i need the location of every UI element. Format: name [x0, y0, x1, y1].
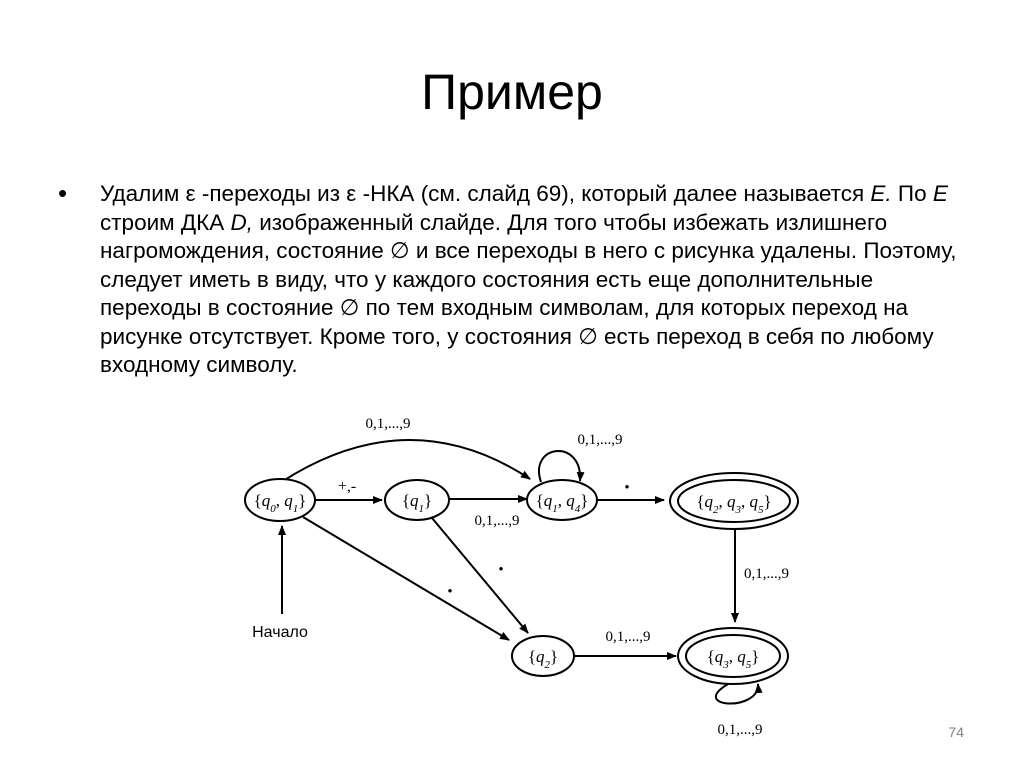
- label-dot-q1-to-q2: •: [498, 562, 503, 578]
- bullet-marker: •: [58, 178, 68, 208]
- edge-q0q1-to-q2: [302, 516, 510, 641]
- label-self-loop-q3q5: 0,1,...,9: [718, 722, 763, 738]
- edge-q1-to-q2: [431, 517, 529, 634]
- bullet-paragraph: Удалим ε -переходы из ε -НКА (см. слайд …: [100, 180, 970, 380]
- sub-label: 1: [293, 503, 299, 515]
- para-emphasis: E: [932, 181, 948, 206]
- page-number: 74: [948, 724, 964, 740]
- state-q2q3q5: {q2, q3, q5}: [669, 472, 799, 530]
- sub-label: 4: [575, 503, 581, 515]
- sub-label: 5: [758, 504, 764, 516]
- label-top-arc: 0,1,...,9: [366, 416, 411, 432]
- state-q3q5: {q3, q5}: [677, 627, 789, 685]
- para-part: По: [891, 181, 933, 206]
- edge-top-arc: [282, 439, 531, 482]
- para-emphasis: E.: [870, 181, 892, 206]
- label-q2q3q5-to-q3q5: 0,1,...,9: [744, 566, 789, 582]
- edge-loop-q1q4: [538, 450, 585, 483]
- start-label: Начало: [252, 624, 308, 641]
- para-part: Удалим ε -переходы из ε -НКА (см. слайд …: [100, 181, 871, 206]
- para-part: изображенный слайде. Для того чтобы избе…: [100, 209, 957, 378]
- label-q1-to-q1q4: 0,1,...,9: [475, 513, 520, 529]
- state-q1: {q1}: [384, 479, 450, 521]
- para-part: строим ДКА: [100, 209, 231, 235]
- label-self-loop-q1q4: 0,1,...,9: [578, 432, 623, 448]
- state-q2: {q2}: [511, 635, 575, 677]
- state-q1q4: {q1, q4}: [526, 479, 598, 521]
- sub-label: 1: [419, 503, 425, 515]
- sub-label: 2: [713, 504, 719, 516]
- slide-title: Пример: [421, 64, 603, 120]
- label-q2-to-q3q5: 0,1,...,9: [606, 629, 651, 645]
- sub-label: 0: [270, 503, 276, 515]
- state-q0q1: {q0, q1}: [244, 478, 316, 522]
- label-dot-q1q4: •: [624, 480, 629, 496]
- label-dot-q0q1-to-q2: •: [447, 584, 452, 600]
- sub-label: 2: [545, 659, 551, 671]
- edge-loop-q3q5: [714, 683, 763, 705]
- para-emphasis: D,: [230, 209, 253, 235]
- sub-label: 3: [722, 659, 729, 671]
- sub-label: 5: [746, 659, 752, 671]
- label-plus-minus: +,-: [338, 478, 356, 495]
- sub-label: 3: [735, 504, 742, 516]
- sub-label: 1: [552, 503, 558, 515]
